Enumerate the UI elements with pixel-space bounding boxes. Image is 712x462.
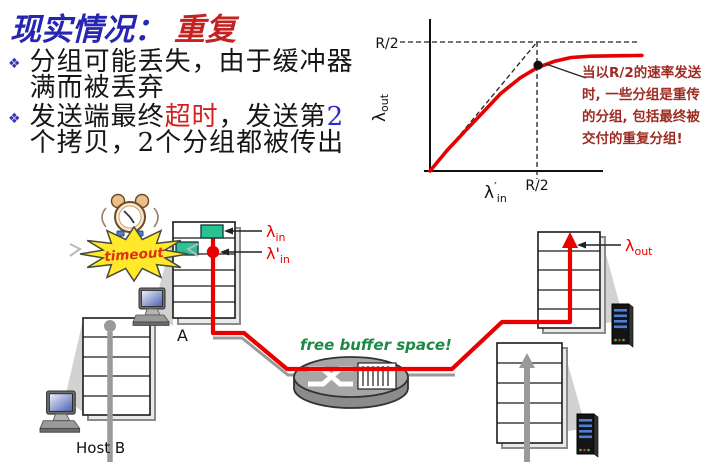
packet-green <box>200 224 224 239</box>
laptop-icon <box>39 390 81 433</box>
queue-host-b <box>82 317 156 421</box>
y-tick-label: R/2 <box>375 36 398 52</box>
bullet-2-seg1: 发送端最终 <box>29 102 165 132</box>
host-b-packet-dot <box>104 320 116 332</box>
bottom-right-arrival-arrow <box>524 362 530 462</box>
host-b-label: Host B <box>76 439 125 457</box>
bullet-diamond-icon: ❖ <box>8 111 21 127</box>
x-tick-label: R/2 <box>525 178 548 194</box>
red-arrowhead <box>562 232 578 248</box>
bullet-1: ❖ 分组可能丢失，由于缓冲器 满而被丢弃 <box>8 49 390 101</box>
arrowhead <box>577 241 586 249</box>
page-title: 现实情况：重复 <box>10 4 236 49</box>
chart-annotation-line-1: 当以R/2的速率发送 <box>582 64 702 81</box>
throughput-curve <box>428 53 644 173</box>
timeout-label: timeout <box>104 245 165 265</box>
y-axis-label: λout <box>370 93 391 122</box>
bullet-2: ❖ 发送端最终超时，发送第2 个拷贝，2个分组都被传出 <box>8 104 390 156</box>
queue-receiver-top <box>537 231 606 334</box>
timeout-starburst-icon: timeout <box>69 225 199 283</box>
bullet-diamond-icon: ❖ <box>8 56 21 72</box>
bullet-2-seg3: ，发送第 <box>218 102 327 132</box>
queue-receiver-bottom <box>496 342 568 449</box>
server-icon <box>576 413 599 458</box>
title-prefix: 现实情况： <box>10 12 165 48</box>
laptop-icon <box>132 287 170 326</box>
bullet-1-line-2: 满而被丢弃 <box>29 73 165 103</box>
bullet-2-line-2: 个拷贝，2个分组都被传出 <box>29 128 345 158</box>
chart-annotation-line-4: 交付的重复分组! <box>582 130 683 147</box>
operating-point-dot <box>533 60 543 70</box>
router <box>293 356 409 409</box>
x-axis-label: λ′in <box>484 180 507 205</box>
chart-annotation-line-3: 的分组, 包括最终被 <box>582 108 700 125</box>
lambda-in-prime-label: λ'in <box>266 244 290 266</box>
bullet-2-line-1: 发送端最终超时，发送第2 <box>30 104 390 130</box>
free-buffer-space-label: free buffer space! <box>300 336 452 354</box>
bullet-2-seg4: 2 <box>326 102 345 132</box>
bullet-1-line-1: 分组可能丢失，由于缓冲器 <box>29 47 354 77</box>
arrowhead <box>224 227 233 235</box>
network-diagram: free buffer space! λin λ'in λout <box>39 193 653 462</box>
title-highlight: 重复 <box>174 12 236 48</box>
queue-b-shadow <box>65 320 83 412</box>
queue-top-right-shadow <box>601 236 624 324</box>
alarm-clock-icon <box>101 193 159 237</box>
bullet-2-seg2-timeout: 超时 <box>164 102 219 132</box>
red-packet-dot <box>206 245 220 259</box>
gray-arrowhead <box>519 353 535 368</box>
throughput-chart: R/2 R/2 λout λ′in 当以R/2的速率发送 时, 一些分组是重传 … <box>370 19 702 205</box>
host-a-label: A <box>177 326 188 345</box>
arrowhead <box>220 248 229 256</box>
chart-annotation-line-2: 时, 一些分组是重传 <box>582 86 700 103</box>
server-icon <box>611 303 634 348</box>
lambda-in-label: λin <box>266 222 286 244</box>
red-packet-path <box>210 236 573 372</box>
queue-bottom-right-shadow <box>563 347 586 432</box>
lambda-out-label: λout <box>625 236 653 258</box>
annotation-pointer-line <box>545 63 587 79</box>
